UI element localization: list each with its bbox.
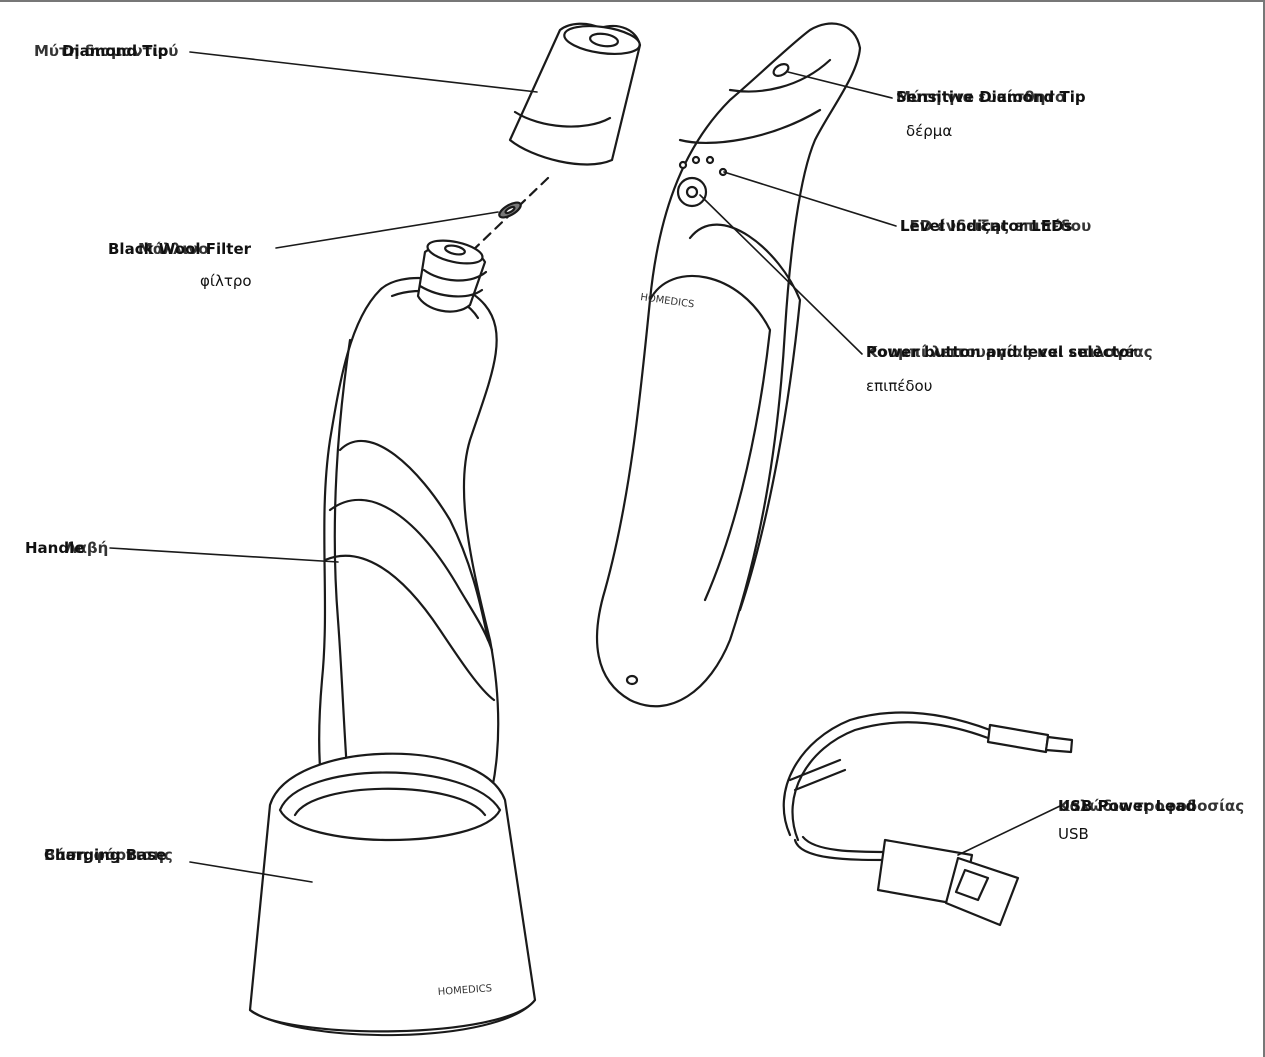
top-border [0,0,1265,2]
diamond-tip-illustration [508,22,642,166]
brand-mark-base: HOMEDICS [437,983,492,998]
right-border [1263,0,1265,1057]
usb-lead-illustration [782,711,1074,927]
wool-filter-illustration [498,201,522,219]
device-body-illustration [595,22,862,708]
handle-illustration [318,239,500,875]
charging-base-illustration [248,752,537,1037]
leader-lines [109,51,1061,883]
